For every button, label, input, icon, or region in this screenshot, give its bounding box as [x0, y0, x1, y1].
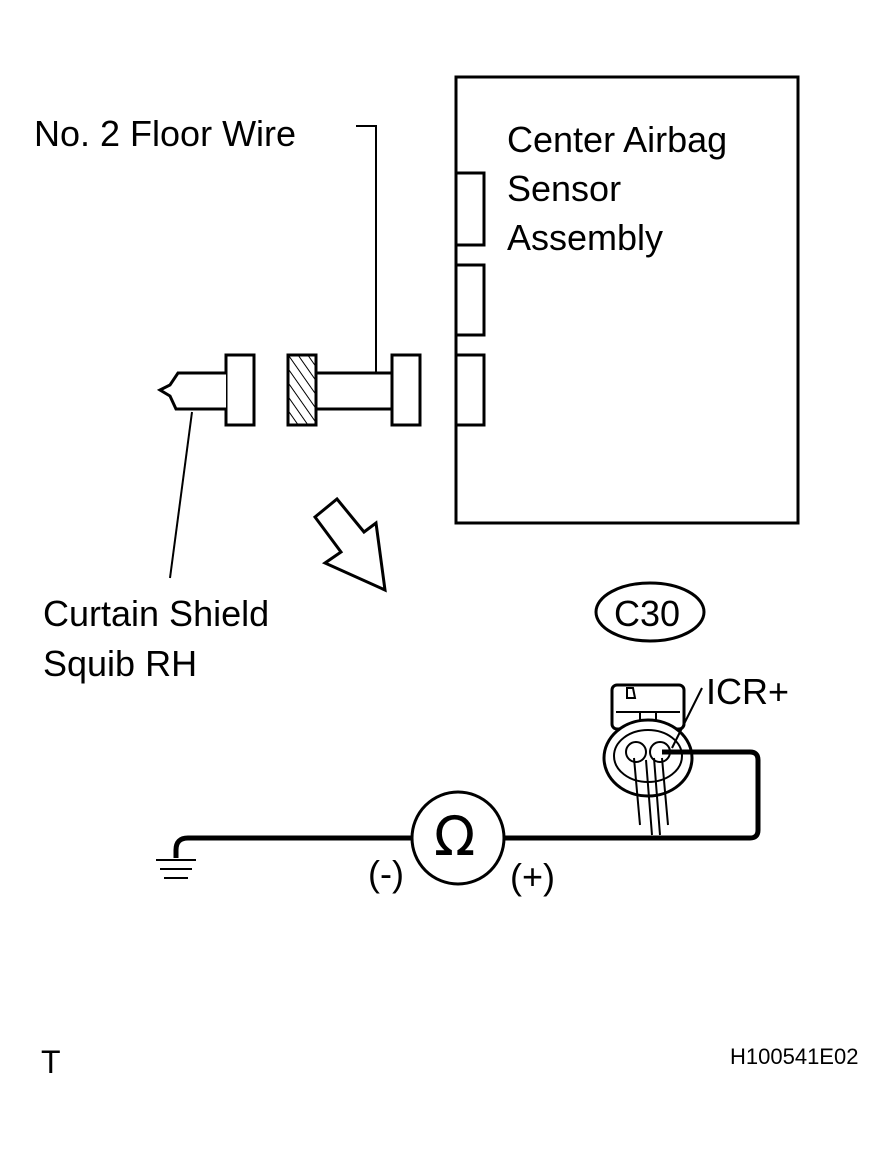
ground-icon [156, 859, 196, 879]
squib-label-line-1: Curtain Shield [43, 593, 270, 634]
ecu-connector-slot-3 [454, 353, 486, 427]
center-airbag-sensor-box [454, 75, 800, 525]
squib-label-line-2: Squib RH [43, 643, 198, 684]
negative-probe-wire [173, 835, 412, 858]
ecu-connector-slot-2 [454, 263, 486, 337]
ohm-symbol: Ω [434, 805, 476, 868]
ecu-label-line-3: Assembly [507, 217, 664, 258]
terminal-label: ICR+ [706, 671, 790, 712]
corner-mark: T [41, 1044, 61, 1080]
ohmmeter-icon [410, 790, 506, 886]
positive-probe-wire [504, 749, 761, 841]
icr-plus-leader-line [671, 687, 703, 749]
squib-wire-broken-end [156, 371, 226, 411]
floor-wire-connector-hatched [286, 353, 318, 427]
squib-connector [224, 353, 256, 427]
negative-probe-label: (-) [368, 853, 404, 894]
floor-wire-harness [314, 371, 396, 411]
connector-c30-icon [602, 683, 694, 836]
floor-wire-leader-line [356, 125, 377, 372]
figure-id: H100541E02 [730, 1044, 859, 1069]
connector-code-ellipse [594, 581, 706, 643]
connector-code-label: C30 [614, 593, 681, 634]
squib-leader-line [169, 411, 193, 579]
ecu-connector-slot-1 [454, 171, 486, 247]
ecu-label-line-2: Sensor [507, 168, 622, 209]
floor-wire-connector-end [390, 353, 422, 427]
floor-wire-label: No. 2 Floor Wire [34, 113, 297, 154]
disconnect-arrow-icon [312, 496, 387, 593]
ecu-label-line-1: Center Airbag [507, 119, 728, 160]
positive-probe-label: (+) [510, 856, 555, 897]
